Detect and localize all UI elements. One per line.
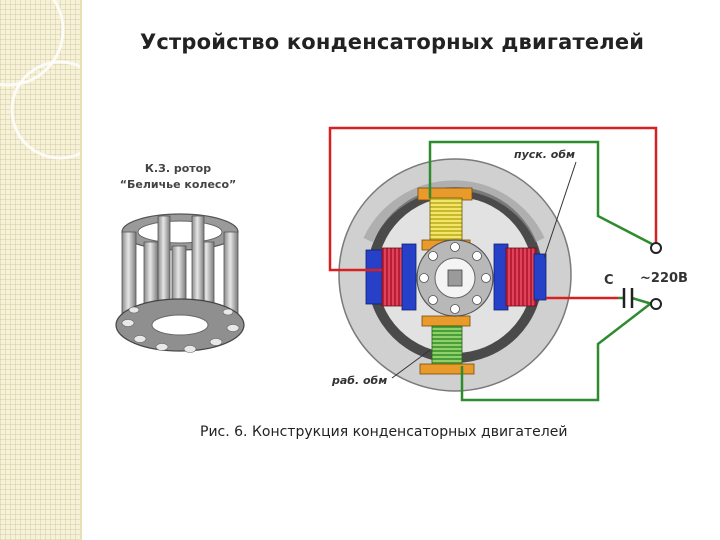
rotor-top-ring-hole	[137, 220, 223, 244]
start-winding-pointer	[543, 161, 577, 259]
squirrel-cage-rotor: К.З. ротор “Беличье колесо”	[115, 162, 245, 353]
rotor-label-line1: К.З. ротор	[145, 162, 211, 175]
side-divider	[80, 0, 82, 540]
rotor-label-line2: “Беличье колесо”	[120, 178, 236, 191]
rotor-shaft	[447, 269, 463, 287]
work-winding-coil-left	[381, 247, 405, 307]
page-title: Устройство конденсаторных двигателей	[140, 30, 645, 54]
capacitor-label: C	[604, 273, 614, 288]
start-winding-coil-top	[429, 197, 463, 243]
work-winding-coil-right	[505, 247, 537, 307]
rotor-slots	[419, 242, 491, 314]
start-winding-coil-bottom	[431, 325, 463, 367]
work-winding-label: раб. обм	[331, 374, 387, 387]
motor-figure: К.З. ротор “Беличье колесо”	[115, 126, 688, 402]
start-winding-label: пуск. обм	[514, 148, 575, 161]
terminal-bottom	[650, 298, 662, 310]
capacitor-symbol	[622, 288, 634, 308]
rotor-ring-holes	[121, 306, 240, 353]
motor-cross-section	[338, 158, 572, 392]
work-wire-top	[328, 126, 658, 272]
figure-caption: Рис. 6. Конструкция конденсаторных двига…	[200, 424, 568, 440]
voltage-label: ~220В	[640, 271, 688, 286]
figure: К.З. ротор “Беличье колесо”	[100, 120, 700, 424]
terminal-top	[650, 242, 662, 254]
left-pole	[365, 249, 385, 305]
start-wire-bottom	[460, 303, 651, 402]
decorative-curves	[0, 0, 80, 160]
work-winding-pointer	[391, 349, 431, 379]
rotor-bottom-ring-hole	[151, 314, 209, 336]
start-wire-top	[428, 140, 653, 246]
bottom-pole-shoe	[421, 315, 471, 327]
wiring	[328, 126, 658, 402]
decorative-side-strip	[0, 0, 80, 540]
